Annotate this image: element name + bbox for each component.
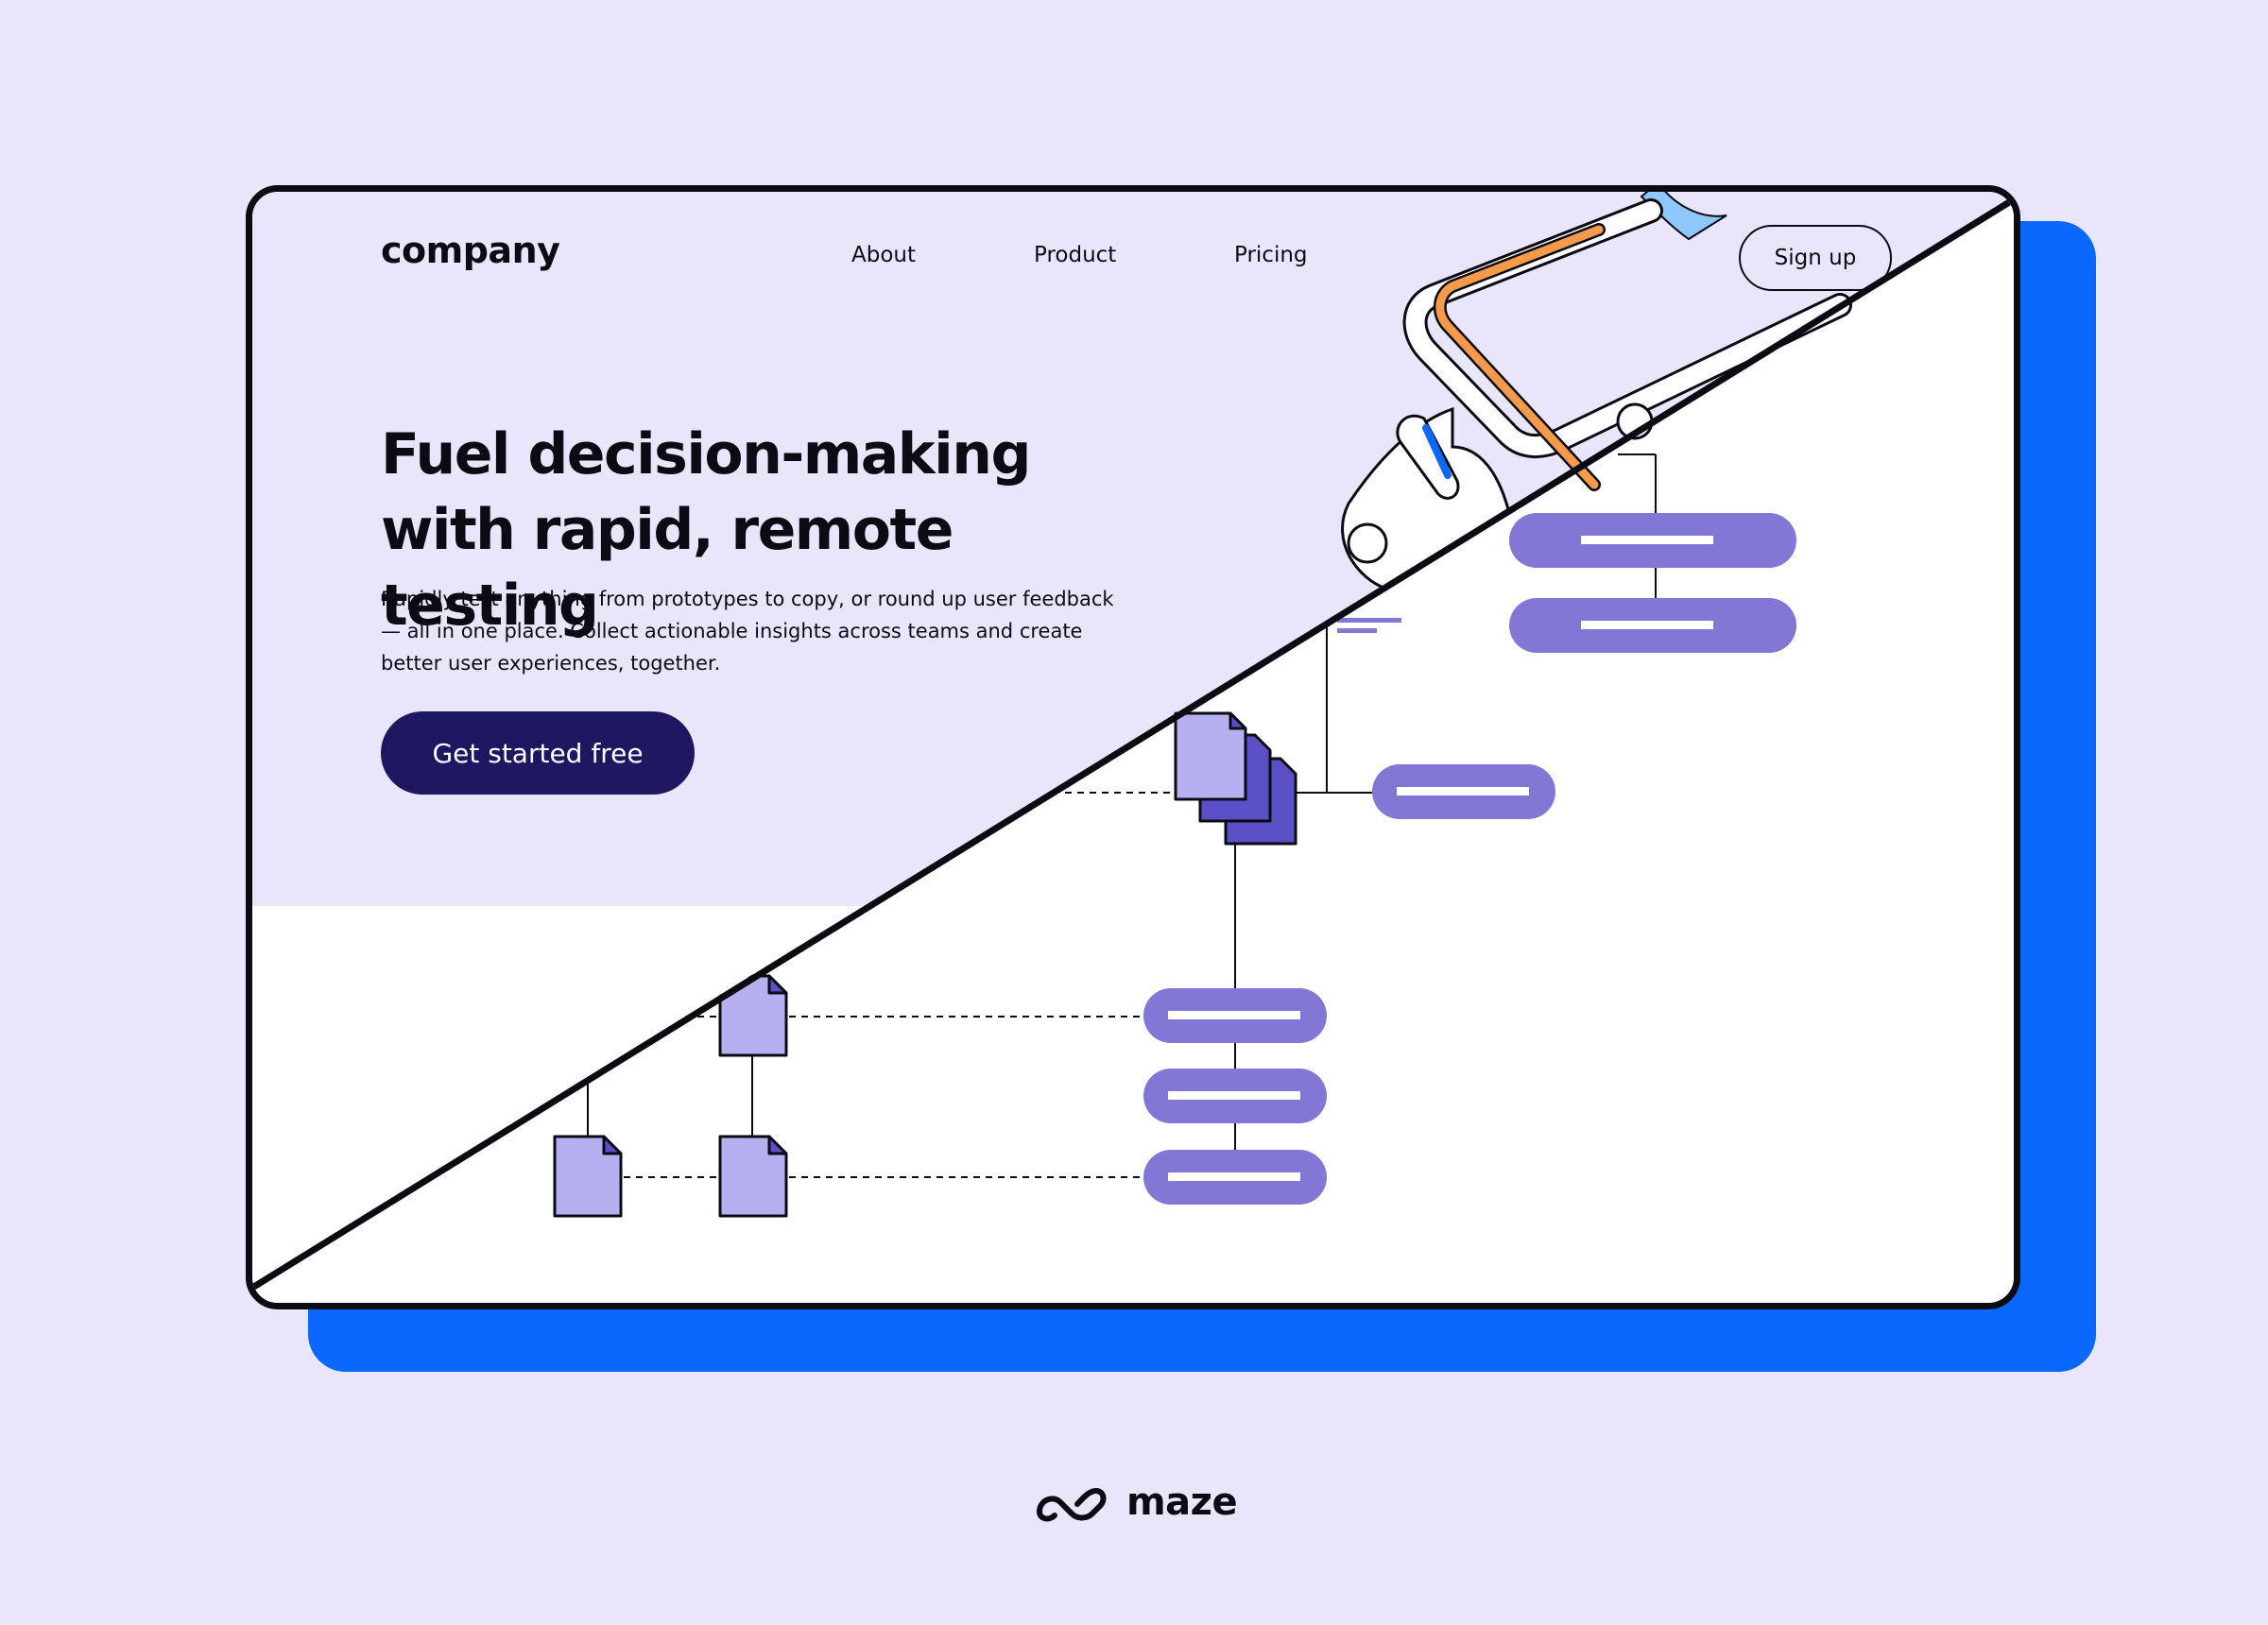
diagonal-white-area — [252, 204, 2014, 1303]
diagonal-divider — [252, 197, 2014, 1291]
hero-title-line2: with rapid, remote testing — [381, 497, 954, 639]
maze-wordmark: maze — [1126, 1480, 1238, 1524]
company-logo[interactable]: company — [381, 230, 560, 271]
nav-link-product[interactable]: Product — [1034, 243, 1117, 267]
get-started-button[interactable]: Get started free — [381, 711, 695, 795]
nav-link-about[interactable]: About — [851, 243, 917, 267]
fuel-nozzle-icon — [1341, 192, 1852, 590]
label-pills — [1143, 513, 1796, 1205]
signup-button[interactable]: Sign up — [1739, 225, 1892, 291]
dashed-connectors — [611, 792, 1178, 1178]
maze-brand: maze — [1034, 1474, 1238, 1531]
document-icon — [718, 974, 788, 1057]
hero-subtitle: Rapidly test anything from prototypes to… — [381, 588, 1114, 675]
accent-tick — [1337, 628, 1377, 633]
document-stack-icon — [1174, 711, 1297, 846]
hero-title: Fuel decision-making with rapid, remote … — [381, 417, 1156, 643]
accent-tick — [1337, 618, 1401, 623]
nav-link-pricing[interactable]: Pricing — [1234, 243, 1308, 267]
hero-title-line1: Fuel decision-making — [381, 421, 1031, 488]
document-icon — [553, 1135, 623, 1218]
browser-window: company About Product Pricing Sign up Fu… — [246, 185, 2020, 1309]
maze-logo-icon — [1037, 1487, 1107, 1522]
diagonal-illustration — [252, 192, 2014, 1303]
document-icon — [718, 1135, 788, 1218]
document-icon — [553, 974, 623, 1057]
